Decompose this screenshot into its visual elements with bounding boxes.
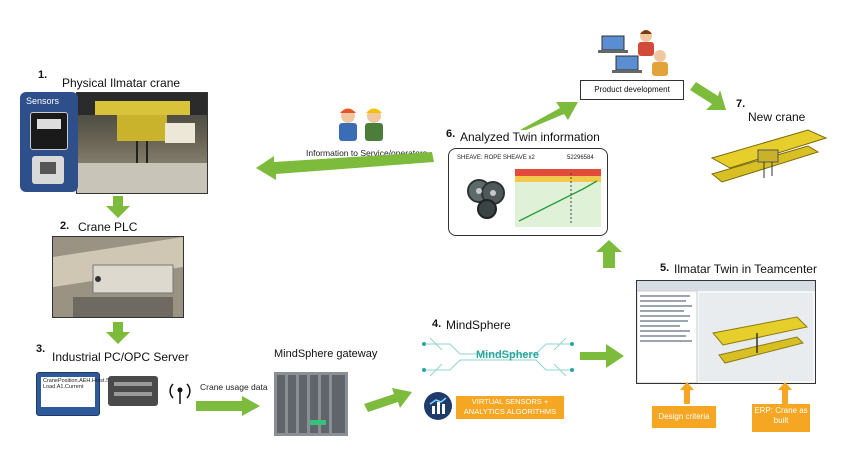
card-id: 52296584 xyxy=(567,155,594,161)
industrial-pc-icon xyxy=(108,376,158,406)
step-4-title: MindSphere xyxy=(446,318,511,332)
design-criteria-box: Design criteria xyxy=(652,406,716,428)
step-6-number: 6. xyxy=(446,128,456,140)
sensors-label: Sensors xyxy=(26,96,60,106)
step-1-title: Physical Ilmatar crane xyxy=(62,76,181,90)
gateway-title: MindSphere gateway xyxy=(274,348,378,360)
analytics-icon xyxy=(424,392,452,420)
step-7-title: New crane xyxy=(748,110,806,124)
product-development-box: Product development xyxy=(580,80,684,100)
analysis-chart-icon xyxy=(515,169,601,227)
wireless-antenna-icon xyxy=(168,378,192,404)
mindsphere-logo: MindSphere xyxy=(420,334,576,380)
arrow-up-erp xyxy=(778,382,792,404)
sensor-device-icon xyxy=(30,112,68,150)
arrow-down-2-3 xyxy=(106,322,130,344)
service-operators-icon xyxy=(330,104,394,144)
teamcenter-screenshot xyxy=(636,280,816,384)
screen-line-2: Load.A1.Current xyxy=(43,384,84,390)
step-1-number: 1. xyxy=(38,69,48,81)
sheave-image-icon xyxy=(463,171,509,223)
step-3-number: 3. xyxy=(36,343,46,355)
step-7-number: 7. xyxy=(736,98,746,110)
new-crane-model xyxy=(704,124,832,190)
analyzed-twin-card: SHEAVE: ROPE SHEAVE x2 52296584 xyxy=(448,148,608,236)
step-2-title: Crane PLC xyxy=(78,220,138,234)
arrow-down-1-2 xyxy=(106,196,130,218)
arrow-up-5-6 xyxy=(596,240,622,268)
arrow-gateway-mindsphere xyxy=(364,386,412,414)
arrow-up-6-product xyxy=(520,100,578,130)
product-dev-people-icon xyxy=(596,26,676,80)
sensors-panel: Sensors xyxy=(20,92,78,192)
arrow-mindsphere-teamcenter xyxy=(580,340,624,370)
arrow-up-design xyxy=(680,382,694,404)
step-5-title: Ilmatar Twin in Teamcenter xyxy=(674,262,817,276)
virtual-sensors-box: VIRTUAL SENSORS + ANALYTICS ALGORITHMS xyxy=(456,396,564,419)
step-4-number: 4. xyxy=(432,318,442,330)
arrow-product-new-crane xyxy=(690,82,726,112)
service-label: Information to Service/operators xyxy=(306,148,427,158)
screen-line-1: CranePosition.AEH.Hoist.S xyxy=(43,378,110,384)
card-header: SHEAVE: ROPE SHEAVE x2 xyxy=(457,155,535,161)
erp-box: ERP: Crane as built xyxy=(752,404,810,432)
step-3-title: Industrial PC/OPC Server xyxy=(52,350,189,364)
arrow-right-3-gateway xyxy=(196,396,260,416)
pc-screen-icon: CranePosition.AEH.Hoist.S Load.A1.Curren… xyxy=(36,372,110,416)
plc-photo xyxy=(52,236,184,318)
crane-photo xyxy=(76,92,208,194)
mindsphere-logo-text: MindSphere xyxy=(476,349,539,361)
step-2-number: 2. xyxy=(60,220,70,232)
sensor-box-icon xyxy=(32,156,64,184)
step-6-title: Analyzed Twin information xyxy=(460,130,600,144)
crane-usage-label: Crane usage data xyxy=(200,382,268,392)
step-5-number: 5. xyxy=(660,262,670,274)
gateway-device-icon xyxy=(274,372,348,436)
arrow-left-to-crane xyxy=(256,150,436,180)
